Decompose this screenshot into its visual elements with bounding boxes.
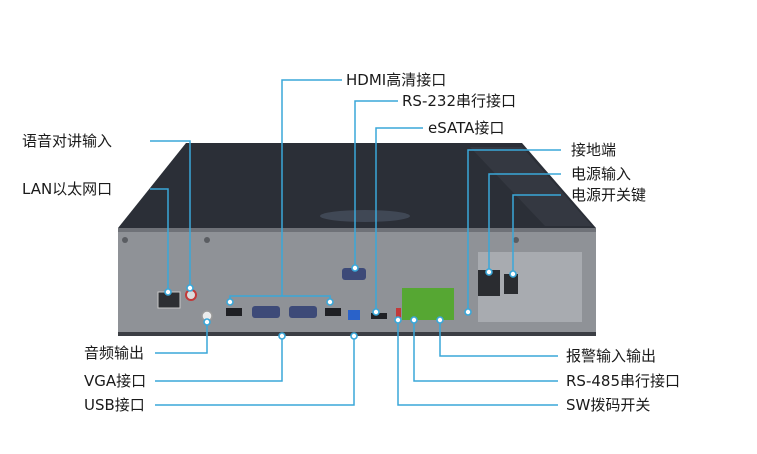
rs232-port (342, 268, 366, 280)
label-sw-dip: SW拨码开关 (566, 396, 651, 414)
rear-panel-edge (118, 228, 596, 232)
vga-port-1 (252, 306, 280, 318)
label-power-switch: 电源开关键 (571, 186, 647, 204)
label-audio-out: 音频输出 (84, 344, 145, 362)
screw (204, 237, 210, 243)
label-rs485: RS-485串行接口 (566, 372, 680, 390)
label-esata: eSATA接口 (428, 119, 505, 137)
screw (122, 237, 128, 243)
vga-port-2 (289, 306, 317, 318)
label-intercom: 语音对讲输入 (22, 132, 113, 150)
usb-port (348, 310, 360, 320)
label-power-in: 电源输入 (571, 165, 632, 183)
alarm-terminal-block (402, 288, 454, 320)
label-ground: 接地端 (571, 141, 617, 159)
screw (513, 237, 519, 243)
hdmi-port-1 (226, 308, 242, 316)
label-vga: VGA接口 (84, 372, 147, 390)
label-alarm-io: 报警输入输出 (566, 347, 657, 365)
chassis-top-highlight (470, 147, 592, 226)
sw-dip-switch (396, 308, 401, 320)
chassis-top (118, 143, 596, 228)
esata-port (371, 313, 387, 319)
label-rs232: RS-232串行接口 (402, 92, 516, 110)
power-switch (504, 274, 518, 294)
label-usb: USB接口 (84, 396, 145, 414)
chassis-top-reflection (320, 210, 410, 222)
label-lan: LAN以太网口 (22, 180, 113, 198)
hdmi-port-2 (325, 308, 341, 316)
power-socket (478, 270, 500, 296)
label-hdmi: HDMI高清接口 (346, 71, 447, 89)
